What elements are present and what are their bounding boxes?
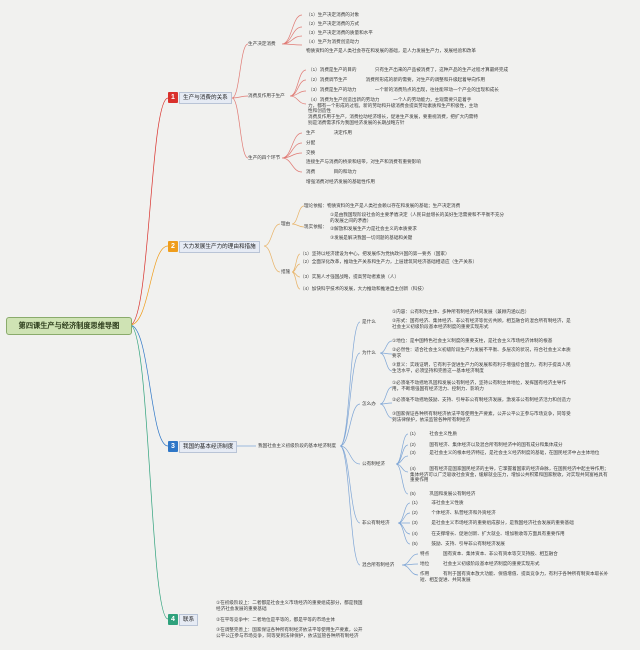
list-item: 交换 [306, 150, 316, 155]
list-item: （2）生产决定消费的方式 [306, 21, 360, 26]
list-item: 分配 [306, 140, 316, 145]
topic-consumption-reacts[interactable]: 消费反作用于生产 [248, 93, 285, 98]
branch-4-node[interactable]: 4 联系 [168, 613, 199, 626]
list-item: 生产 决定作用 [306, 130, 352, 135]
branch-number-badge: 1 [168, 92, 178, 103]
list-item: （4）消费为生产创造出新的劳动力 一个人的劳动能力，主观需要只是着手力，都有一个… [308, 97, 478, 114]
list-item: 理论依据：物质资料的生产是人类社会赖以存在和发展的基础；生产决定消费 [304, 203, 461, 208]
topic-production-decides[interactable]: 生产决定消费 [248, 41, 276, 46]
wire-b3-s3-items [379, 386, 393, 419]
branch-2-node[interactable]: 2 大力发展生产力的理由和措施 [168, 240, 260, 253]
topic-reasons[interactable]: 理由 [281, 221, 291, 226]
list-item: ②必须毫不动摇地鼓励、支持、引导非公有制经济发展，激发非公有制经济活力和创造力 [392, 397, 571, 402]
wire-b1-s1 [231, 43, 249, 99]
list-item: ②必然性：适合社会主义初级阶段生产力发展不平衡、多层次的状况，符合社会主义本质要… [392, 347, 571, 358]
list-item: （4）加快科学技术的发展，大力推动和推进自主创新（科技） [300, 286, 427, 291]
list-item: ②解放和发展生产力是社会主义的本质要求 [330, 226, 417, 231]
wire-b1-s2-items [289, 69, 307, 105]
topic-non-public-ownership[interactable]: 非公有制经济 [362, 520, 390, 525]
list-item: (5) 鼓励、支持、引导非公有制经济发展 [412, 541, 505, 546]
list-item: 地位 社会主义初级阶段基本经济制度的重要实现形式 [420, 561, 540, 566]
list-item: (2) 国有经济、集体经济以及混合所有制经济中的国有成分和集体成分 [410, 442, 563, 447]
branch-3-node[interactable]: 3 我国的基本经济制度 [168, 440, 238, 453]
list-item: (1) 社会主义性质 [410, 431, 457, 436]
list-item: (5) 巩固和发展公有制经济 [410, 491, 476, 496]
wire-b1-s2 [231, 95, 249, 99]
note-text: 消费反作用于生产，消费拉动经济增长，促进生产发展，要重视消费，把扩大内需特别是消… [308, 114, 478, 125]
branch-title: 联系 [179, 613, 199, 626]
list-item: ①地位：是中国特色社会主义制度的重要支柱，是社会主义市场经济体制的根基 [392, 338, 553, 343]
list-item: (2) 个体经济、私营经济和外资经济 [412, 510, 496, 515]
wire-b2-s1-items [291, 205, 305, 228]
list-item: (4) 国有经济是国家国民经济的主导，它掌握着国家的经济命脉，在国民经济中起主导… [410, 466, 609, 483]
list-item: （2）消费调节生产 消费所形成的新的需要，对生产的调整和升级起着导向作用 [308, 77, 486, 82]
wire-b2-s1 [263, 223, 281, 247]
list-item: 现实依据： [304, 224, 327, 229]
branch-title: 生产与消费的关系 [179, 91, 232, 104]
list-item: ③在调整完善上：国家保证各种所有制经济依法平等使用生产要素，公开公平公正参与市场… [216, 627, 363, 638]
wire-b3-s5-items [397, 502, 411, 545]
list-item: ①在初级阶段上：二者都是社会主义市场经济的重要组成部分，都是我国经济社会发展的重… [216, 600, 363, 611]
topic-why[interactable]: 为什么 [362, 350, 376, 355]
wire-central-b1 [129, 97, 169, 326]
list-item: ②形式：国有经济、集体经济、非公有经济等优劣共顾，相互融合的混合所有制经济，是社… [392, 318, 571, 329]
list-item: 增强消费对经济发展的基础性作用 [306, 179, 375, 184]
list-item: （1）生产决定消费的对象 [306, 12, 360, 17]
list-item: （1）坚持以经济建设为中心，把发展作为党执政兴国的第一要务（国家） [300, 251, 450, 256]
list-item: （3）消费是生产的动力 一个新的消费热点的出现，往往能带动一个产业的出现和成长 [308, 87, 499, 92]
list-item: 连接生产与消费的桥梁和纽带，对生产和消费有重要影响 [306, 159, 421, 164]
branch-1-node[interactable]: 1 生产与消费的关系 [168, 91, 232, 104]
list-item: ③国家保证各种所有制经济依法平等使用生产要素，公开公平公正参与市场竞争，同等受到… [392, 411, 571, 422]
list-item: （2）全面深化改革，推动生产关系和生产力，上层建筑同经济基础相适应（生产关系） [300, 259, 478, 264]
list-item: （4）生产为消费创造动力 [306, 39, 360, 44]
topic-what[interactable]: 是什么 [362, 319, 376, 324]
list-item: ①内容：公有制为主体、多种所有制经济共同发展（兼顾内涵以后） [392, 309, 530, 314]
wire-b1-s1-items [281, 14, 303, 46]
list-item: （3）实施人才强国战略，提高劳动者素质（人） [300, 274, 400, 279]
list-item: (3) 是社会主义市场经济的重要组成部分，是我国经济社会发展的重要基础 [412, 520, 574, 525]
wire-b3-s4-items [395, 433, 409, 495]
wire-b1-s3-items [281, 132, 303, 173]
branch-number-badge: 3 [168, 441, 178, 452]
list-item: （3）生产决定消费的质量和水平 [306, 30, 373, 35]
list-item: ②在平等竞争中：二者地位是平等的，都是平等的市场主体 [216, 617, 335, 622]
list-item: ①是由我国现阶段社会的主要矛盾决定（人民日益增长的美好生活需要和不平衡不充分的发… [330, 212, 505, 223]
wire-central-b3 [129, 324, 169, 447]
branch-title: 我国的基本经济制度 [179, 440, 238, 453]
wire-b3-s2-items [379, 340, 393, 372]
wire-central-b4 [129, 324, 169, 620]
list-item: ③发展是解决我国一切问题的基础和关键 [330, 235, 413, 240]
topic-four-links[interactable]: 生产的四个环节 [248, 155, 281, 160]
list-item: （1）消费是生产的目的 只有生产出来的产品被消费了，这种产品的生产过程才算最终完… [308, 67, 509, 72]
topic-mixed-ownership[interactable]: 混合所有制经济 [362, 562, 395, 567]
branch-title: 大力发展生产力的理由和措施 [179, 240, 260, 253]
wire-b2-s2 [263, 245, 281, 273]
note-text: 物质资料的生产是人类社会存在和发展的基础，是人力发展生产力，发展经验和改革 [306, 48, 476, 53]
wire-b1-s3 [231, 97, 249, 159]
list-item: (1) 非社会主义性质 [412, 500, 464, 505]
branch-number-badge: 4 [168, 614, 178, 625]
list-item: ③意义：实践证明，它有利于促进生产力的发展和有利于增强综合国力，有利于提高人民生… [392, 362, 571, 373]
list-item: ①必须毫不动摇地巩固和发展公有制经济，坚持公有制主体地位，发挥国有经济主导作用，… [392, 380, 567, 391]
list-item: (4) 在支撑增长、促进创新、扩大就业、增加税收等方面具有重要作用 [412, 531, 565, 536]
wire-b3-s6-items [401, 553, 419, 576]
list-item: 消费 目的和动力 [306, 169, 357, 174]
wire-central-b2 [129, 245, 169, 326]
topic-basic-system[interactable]: 我国社会主义初级阶段的基本经济制度 [258, 443, 337, 448]
topic-public-ownership[interactable]: 公有制经济 [362, 461, 385, 466]
central-topic[interactable]: 第四课生产与经济制度思维导图 [6, 317, 132, 335]
branch-number-badge: 2 [168, 241, 178, 252]
list-item: 作用 有利于国有资本放大功能、保值增值、提高竞争力，有利于各种所有制资本取长补短… [420, 571, 609, 582]
wire-b2-s2-items [291, 253, 301, 290]
list-item: 特点 国有资本、集体资本、非公有资本等交叉持股、相互融合 [420, 551, 558, 556]
wire-b3-sections [339, 321, 361, 566]
topic-measures[interactable]: 措施 [281, 269, 291, 274]
topic-how[interactable]: 怎么办 [362, 401, 376, 406]
list-item: (3) 是社会主义的根本经济特征，是社会主义经济制度的基础，在国民经济中占主体地… [410, 450, 600, 455]
